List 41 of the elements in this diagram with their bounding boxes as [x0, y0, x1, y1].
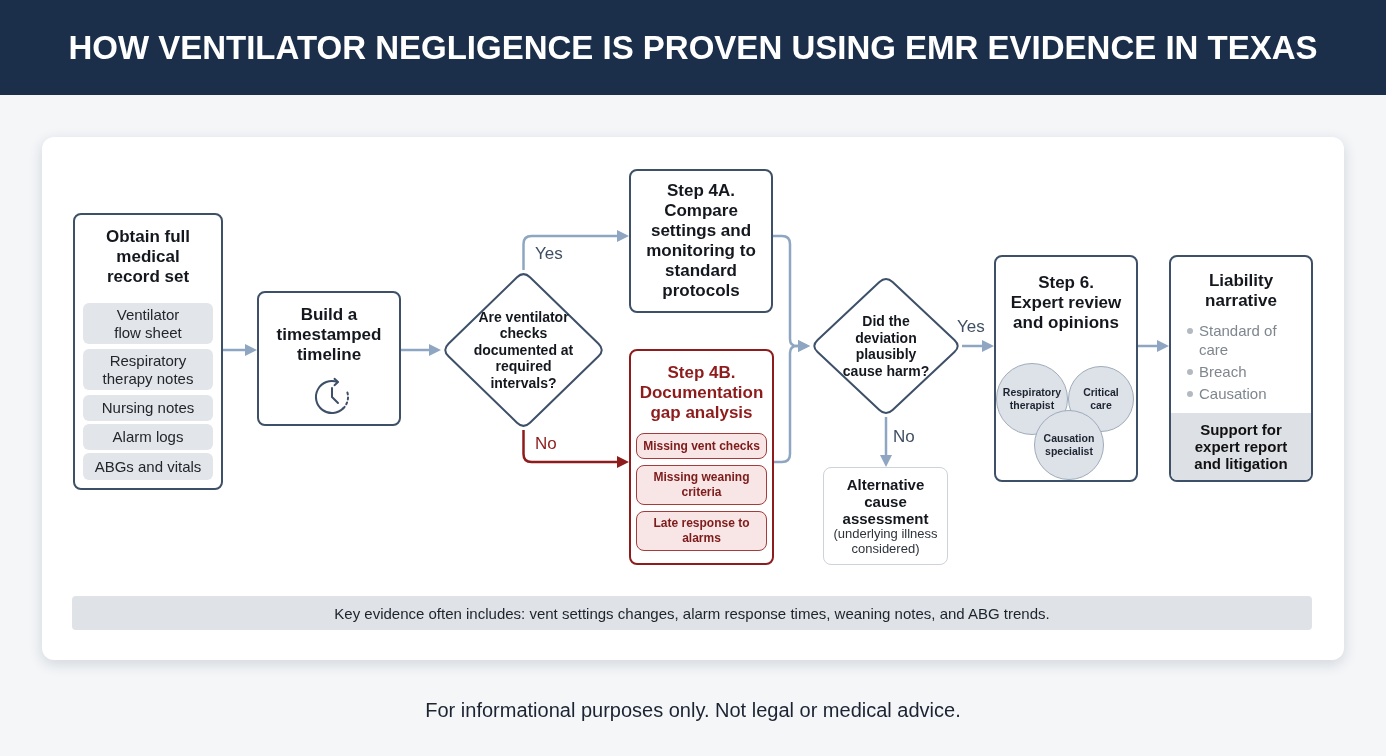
record-item: Respiratory therapy notes [83, 349, 213, 390]
key-evidence-banner: Key evidence often includes: vent settings changes, alarm response times, weaning notes, and ABG trends. [72, 596, 1312, 630]
summary-band: Support for expert report and litigation [1171, 413, 1311, 480]
list-item-text: Breach [1199, 362, 1247, 381]
arrow [401, 344, 441, 356]
question-text: Are ventilator checks documented at required intervals? [472, 308, 575, 392]
step-title: Build a timestamped timeline [275, 305, 383, 365]
process-box [629, 169, 773, 313]
arrow [522, 430, 629, 468]
arrow [1138, 340, 1169, 352]
note-text: (underlying illness considered) [832, 527, 939, 556]
summary-card [1169, 255, 1313, 482]
gap-item: Missing weaning criteria [636, 465, 767, 505]
gap-item: Missing vent checks [636, 433, 767, 459]
arrow [962, 340, 994, 352]
step-title: Step 6. Expert review and opinions [1010, 273, 1122, 333]
process-box [73, 213, 223, 490]
step-title: Step 4B. Documentation gap analysis [638, 363, 765, 423]
record-item: ABGs and vitals [83, 453, 213, 480]
arrow [522, 230, 629, 270]
caption: For informational purposes only. Not legal or medical advice. [425, 699, 961, 722]
step-title: Alternative cause assessment [841, 476, 930, 527]
process-box [994, 255, 1138, 482]
step-title: Step 4A. Compare settings and monitoring to standard protocols [645, 181, 757, 301]
step-title: Liability narrative [1204, 271, 1278, 311]
title: HOW VENTILATOR NEGLIGENCE IS PROVEN USING EMR EVIDENCE IN TEXAS [68, 28, 1318, 67]
record-item: Alarm logs [83, 424, 213, 450]
process-box [257, 291, 401, 426]
list-item-text: Causation [1199, 384, 1267, 403]
record-item: Nursing notes [83, 395, 213, 421]
gap-item: Late response to alarms [636, 511, 767, 551]
arrow [880, 417, 892, 467]
expert-bubble: Respiratory therapist [996, 363, 1068, 435]
question-text: Did the deviation plausibly cause harm? [841, 313, 931, 379]
arrow [223, 344, 257, 356]
expert-bubble: Causation specialist [1034, 410, 1104, 480]
process-box [629, 349, 774, 565]
step-title: Obtain full medical record set [104, 227, 191, 287]
list-item-text: Standard of care [1199, 321, 1278, 359]
outcome-box [823, 467, 948, 565]
record-item: Ventilator flow sheet [83, 303, 213, 344]
